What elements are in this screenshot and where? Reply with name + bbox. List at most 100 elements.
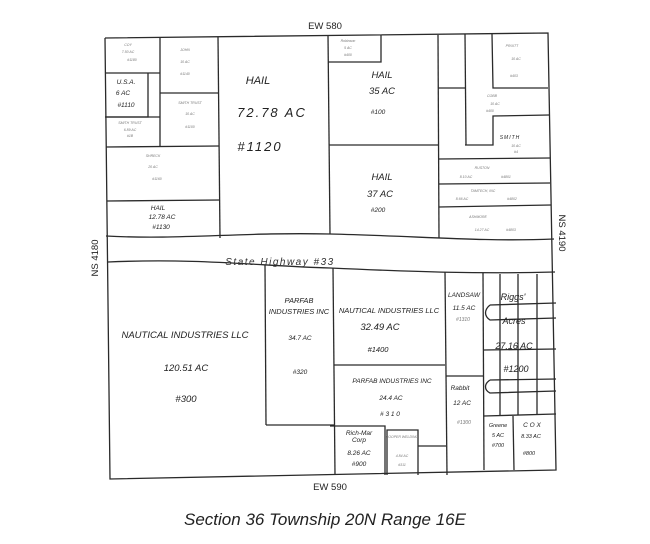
parcel-line xyxy=(105,145,220,148)
svg-text:#1160: #1160 xyxy=(152,177,162,181)
parcel-line xyxy=(437,34,440,239)
svg-text:14.27 AC: 14.27 AC xyxy=(475,228,490,232)
parcel-line xyxy=(438,182,551,185)
svg-text:6.89 AC: 6.89 AC xyxy=(124,128,137,132)
svg-text:35 AC: 35 AC xyxy=(369,86,395,97)
highway-label: State Highway #33 xyxy=(225,257,334,268)
svg-text:#403: #403 xyxy=(510,74,518,78)
svg-text:#1B: #1B xyxy=(127,134,134,138)
parcel-nautical-300: NAUTICAL INDUSTRIES LLC 120.51 AC #300 xyxy=(121,330,248,405)
parcel-smith: SMITH 10 AC #4 xyxy=(500,135,522,154)
svg-text:HAIL: HAIL xyxy=(151,205,166,212)
svg-text:12 AC: 12 AC xyxy=(453,400,471,407)
parcel-line xyxy=(483,413,557,417)
svg-text:#1180: #1180 xyxy=(127,58,137,62)
parcel-tamtech: TAMTECH, INC 8.66 AC #4802 xyxy=(456,189,517,201)
svg-text:PRUITT: PRUITT xyxy=(506,44,520,48)
svg-text:Acres: Acres xyxy=(501,316,526,326)
parcel-rabbit: Rabbit 12 AC #1300 xyxy=(451,385,472,426)
east-road-label: NS 4190 xyxy=(556,215,567,252)
svg-text:#100: #100 xyxy=(371,109,386,116)
street xyxy=(484,304,557,321)
north-road-label: EW 580 xyxy=(308,21,342,32)
svg-text:10 AC: 10 AC xyxy=(511,57,521,61)
svg-text:#4802: #4802 xyxy=(507,197,517,201)
parcel-line xyxy=(438,204,552,208)
svg-text:TAMTECH, INC: TAMTECH, INC xyxy=(471,189,496,193)
svg-text:SMITH TRUST: SMITH TRUST xyxy=(178,101,202,105)
svg-text:120.51 AC: 120.51 AC xyxy=(164,363,209,374)
svg-text:#1130: #1130 xyxy=(152,224,170,231)
map-caption: Section 36 Township 20N Range 16E xyxy=(184,510,466,529)
parcel-greene: Greene 5 AC #700 xyxy=(489,423,507,449)
svg-text:#1310: #1310 xyxy=(456,317,470,323)
south-road-label: EW 590 xyxy=(313,482,347,493)
svg-text:#320: #320 xyxy=(293,369,308,376)
parcel-ruston: RUSTON 8.10 AC #4801 xyxy=(460,166,511,179)
svg-text:8.10 AC: 8.10 AC xyxy=(460,175,473,179)
svg-text:32.49 AC: 32.49 AC xyxy=(360,322,399,333)
parcel-shreck: SHRECK 20 AC #1160 xyxy=(146,154,162,181)
svg-text:8.26 AC: 8.26 AC xyxy=(347,450,371,457)
lot-line xyxy=(489,378,557,381)
svg-text:37 AC: 37 AC xyxy=(367,189,393,200)
svg-text:Greene: Greene xyxy=(489,423,507,429)
parcel-john: JOHN 10 AC #1140 xyxy=(179,48,190,76)
parcel-nautical-1400: NAUTICAL INDUSTRIES LLC 32.49 AC #1400 xyxy=(339,306,440,354)
svg-text:HAIL: HAIL xyxy=(246,75,270,87)
svg-text:#4803: #4803 xyxy=(506,228,516,232)
parcel-parfab-310: PARFAB INDUSTRIES INC 24.4 AC # 3 1 0 xyxy=(352,378,432,418)
parcel-line xyxy=(465,114,550,146)
svg-text:34.7 AC: 34.7 AC xyxy=(288,335,312,342)
parcel-line xyxy=(464,33,467,146)
svg-text:COBB: COBB xyxy=(487,94,498,98)
svg-text:6 AC: 6 AC xyxy=(116,90,131,97)
svg-text:#1100: #1100 xyxy=(185,125,195,129)
parcel-smith-trust-a: SMITH TRUST 10 AC #1100 xyxy=(178,101,202,129)
svg-text:#900: #900 xyxy=(352,461,367,468)
svg-text:5 AC: 5 AC xyxy=(344,46,352,50)
highway-north-edge xyxy=(105,233,555,241)
west-road-label: NS 4180 xyxy=(90,240,101,277)
parcel-line xyxy=(330,425,386,475)
parcel-line xyxy=(512,415,515,471)
parcel-robinson: Robinson 5 AC #400 xyxy=(341,39,356,57)
svg-text:#1140: #1140 xyxy=(180,72,190,76)
svg-text:8.33 AC: 8.33 AC xyxy=(521,434,541,440)
svg-text:U.S.A.: U.S.A. xyxy=(117,79,136,86)
parcel-line xyxy=(217,36,221,239)
svg-text:HAIL: HAIL xyxy=(371,70,392,81)
lot-line xyxy=(483,348,557,351)
parcel-hail-1130: HAIL 12.78 AC #1130 xyxy=(149,205,176,231)
svg-text:#400: #400 xyxy=(486,109,494,113)
parcel-line xyxy=(482,272,485,471)
svg-text:10 AC: 10 AC xyxy=(490,102,500,106)
lot-line xyxy=(489,302,557,306)
parcel-hail-200: HAIL 37 AC #200 xyxy=(367,172,393,214)
svg-text:SHRECK: SHRECK xyxy=(146,154,161,158)
svg-text:#4801: #4801 xyxy=(501,175,511,179)
svg-text:PARFAB INDUSTRIES INC: PARFAB INDUSTRIES INC xyxy=(352,378,432,385)
parcel-cox: C O X 8.33 AC #800 xyxy=(521,422,541,457)
svg-text:#1110: #1110 xyxy=(117,102,134,109)
svg-text:SMITH: SMITH xyxy=(500,135,521,141)
svg-text:NAUTICAL INDUSTRIES LLC: NAUTICAL INDUSTRIES LLC xyxy=(121,330,248,341)
svg-text:27.16 AC: 27.16 AC xyxy=(494,341,533,351)
svg-text:10 AC: 10 AC xyxy=(511,144,521,148)
svg-text:#800: #800 xyxy=(523,451,536,457)
parcel-riggs-acres: Riggs' Acres 27.16 AC #1200 xyxy=(494,292,533,374)
svg-text:8.66 AC: 8.66 AC xyxy=(456,197,469,201)
svg-text:JOHN: JOHN xyxy=(179,48,190,52)
parcel-line xyxy=(106,199,221,202)
svg-text:4.84 AC: 4.84 AC xyxy=(396,454,409,458)
parcel-ashmore: ASHMORE 14.27 AC #4803 xyxy=(468,215,516,232)
svg-text:Robinson: Robinson xyxy=(341,39,356,43)
svg-text:5 AC: 5 AC xyxy=(492,433,504,439)
svg-text:72.78 AC: 72.78 AC xyxy=(237,105,307,120)
svg-text:#311: #311 xyxy=(398,463,406,467)
